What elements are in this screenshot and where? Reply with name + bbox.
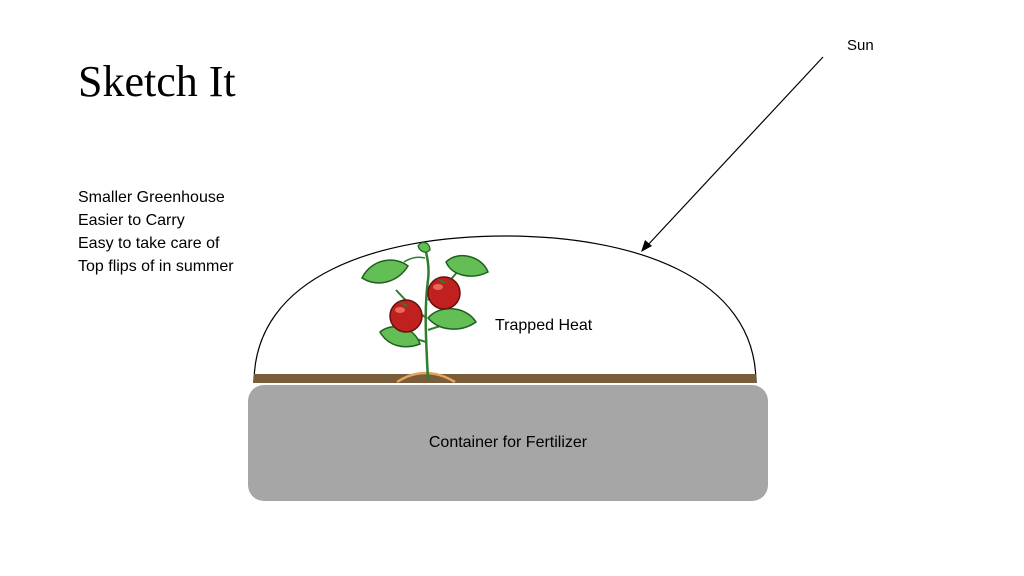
list-item: Top flips of in summer <box>78 258 234 275</box>
trapped-heat-label: Trapped Heat <box>495 317 593 334</box>
leaf <box>427 308 478 330</box>
sun-ray-arrow <box>645 56 824 248</box>
arrow-head <box>641 240 652 252</box>
soil-layer <box>254 374 756 383</box>
list-item: Easy to take care of <box>78 235 220 252</box>
list-item: Smaller Greenhouse <box>78 189 225 206</box>
sun-label: Sun <box>847 37 874 54</box>
greenhouse-dome <box>253 235 757 384</box>
root-arc <box>396 371 456 384</box>
leaf <box>417 241 431 253</box>
list-item: Easier to Carry <box>78 212 185 229</box>
tomato-plant-icon <box>361 241 489 381</box>
leaf <box>361 259 409 284</box>
container-label: Container for Fertilizer <box>428 434 588 451</box>
slide-title: Sketch It <box>78 57 236 106</box>
leaf <box>445 254 489 277</box>
fertilizer-container: Container for Fertilizer <box>248 385 768 501</box>
feature-list: Smaller Greenhouse Easier to Carry Easy … <box>78 186 234 278</box>
